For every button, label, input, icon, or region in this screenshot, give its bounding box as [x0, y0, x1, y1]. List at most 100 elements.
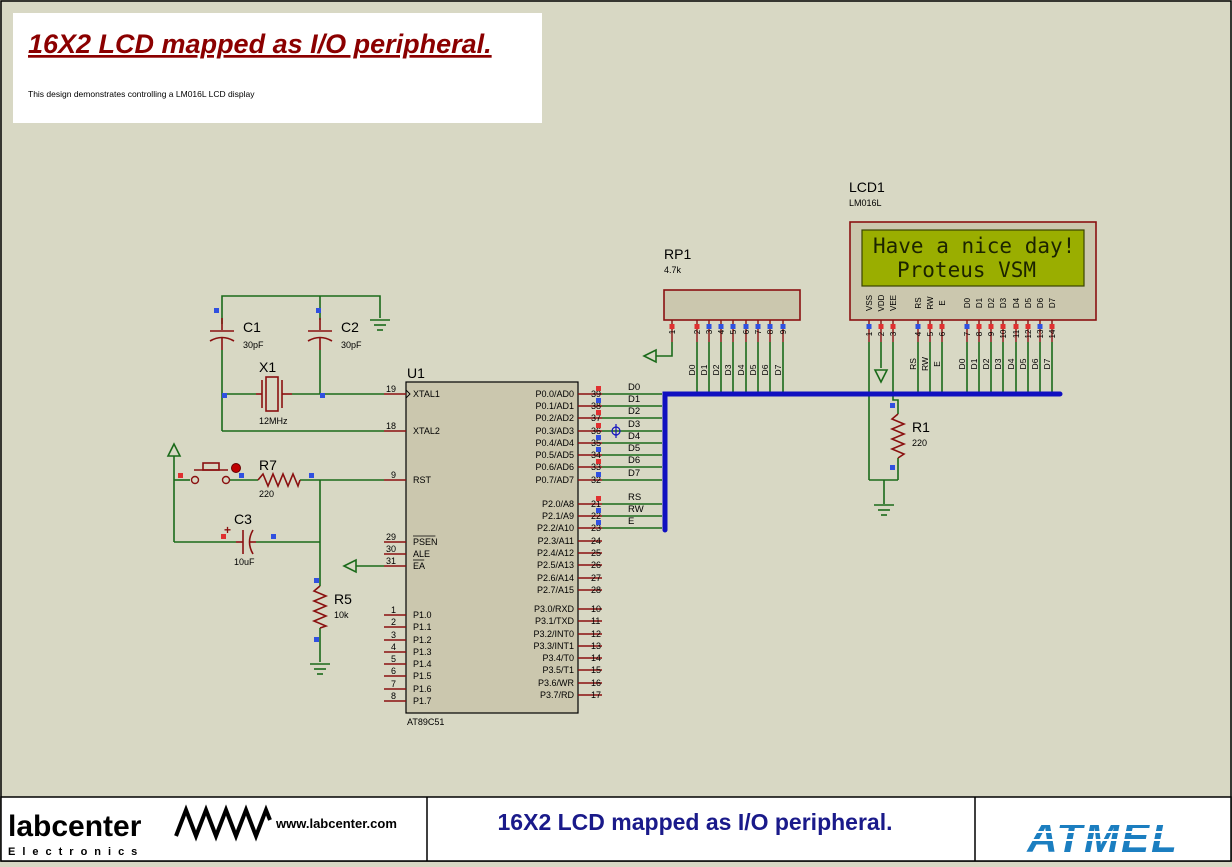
rp1-pin-9[interactable]: 9D7: [773, 320, 788, 375]
rp1-net-label: D6: [760, 364, 770, 375]
pin-marker: [596, 386, 601, 391]
pin-marker: [596, 496, 601, 501]
lcd-pin-number: 1: [865, 331, 874, 336]
lcd-pin-e[interactable]: E6E: [932, 300, 947, 367]
lcd-pin-number: 5: [926, 331, 935, 336]
rp1-pin-2[interactable]: 2D0: [687, 320, 702, 375]
c2-value: 30pF: [341, 340, 362, 350]
u1-pin-number: 21: [591, 499, 601, 509]
rp1-pin-6[interactable]: 6D4: [736, 320, 751, 375]
rp1-pin-1[interactable]: 1: [668, 320, 677, 342]
u1-pin-label: XTAL2: [413, 426, 440, 436]
rp1-pin-8[interactable]: 8D6: [760, 320, 775, 375]
pushbutton-actuator-icon[interactable]: [231, 463, 241, 473]
lcd-pin-number: 13: [1036, 329, 1045, 338]
resistor-r1[interactable]: R1 220: [889, 413, 930, 459]
u1-pin-label: P2.7/A15: [537, 585, 574, 595]
resistor-r5[interactable]: R5 10k: [311, 585, 352, 629]
capacitor-c3[interactable]: + C3 10uF: [224, 511, 256, 567]
c1-value: 30pF: [243, 340, 264, 350]
probe-crosshair-icon[interactable]: [611, 424, 621, 438]
net-label-d5: D5: [628, 443, 640, 454]
u1-pin-label: P3.2/INT0: [533, 629, 574, 639]
rp1-pin-7[interactable]: 7D5: [748, 320, 763, 375]
rp1-value: 4.7k: [664, 265, 682, 275]
r1-ref: R1: [912, 419, 930, 435]
u1-pin-label: P1.0: [413, 610, 432, 620]
capacitor-c2[interactable]: C2 30pF: [307, 318, 362, 350]
resistor-r7[interactable]: R7 220: [257, 457, 301, 499]
crystal-x1[interactable]: X1 12MHz: [256, 359, 292, 426]
rp1-pin-5[interactable]: 5D3: [723, 320, 738, 375]
rp1-pin-3[interactable]: 3D1: [699, 320, 714, 375]
lcd-net-label: D4: [1006, 358, 1016, 369]
title-block: labcenter Electronics www.labcenter.com …: [0, 796, 1232, 862]
u1-pin-label: P0.5/AD5: [535, 450, 574, 460]
rp1-pin-4[interactable]: 4D2: [711, 320, 726, 375]
lcd-pin-label: RS: [914, 297, 923, 308]
pin-marker: [596, 435, 601, 440]
u1-pin-label: P3.7/RD: [540, 690, 575, 700]
reset-pushbutton[interactable]: [190, 462, 241, 485]
atmel-wordmark: ATMEL: [1026, 814, 1179, 861]
lcd-module-lcd1[interactable]: LCD1 LM016L Have a nice day! Proteus VSM…: [849, 179, 1097, 371]
net-label-rw: RW: [628, 504, 644, 515]
capacitor-c1[interactable]: C1 30pF: [209, 318, 264, 350]
u1-pin-label: P0.7/AD7: [535, 475, 574, 485]
